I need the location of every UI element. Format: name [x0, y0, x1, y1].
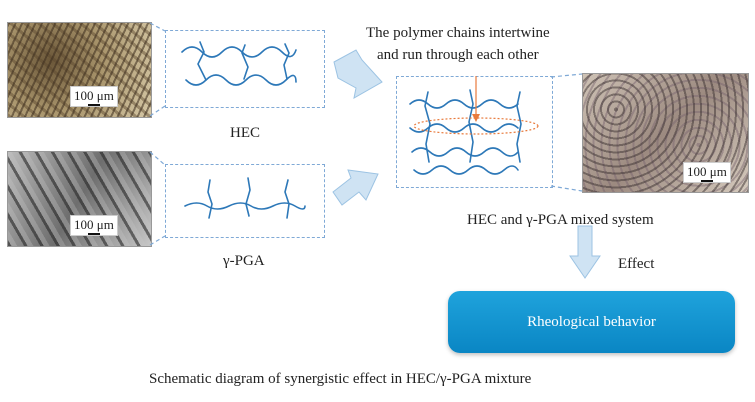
arrow-mix-to-rheo — [569, 225, 601, 279]
arrow-pga-to-mix — [332, 169, 379, 206]
effect-label: Effect — [618, 256, 655, 272]
intertwine-label-line2: and run through each other — [377, 47, 539, 63]
pga-label: γ-PGA — [223, 253, 265, 269]
mixed-micrograph: 100 μm — [582, 73, 749, 193]
mixed-system-label: HEC and γ-PGA mixed system — [467, 212, 654, 228]
pga-micrograph: 100 μm — [7, 151, 152, 247]
pga-scale-bar: 100 μm — [70, 215, 118, 236]
figure-caption: Schematic diagram of synergistic effect … — [149, 371, 532, 387]
mixed-scale-bar: 100 μm — [683, 162, 731, 183]
pga-chains — [184, 177, 306, 219]
hec-chains — [181, 41, 297, 86]
pga-chain-box — [165, 164, 325, 238]
intertwine-label-line1: The polymer chains intertwine — [366, 25, 550, 41]
hec-chain-box — [165, 30, 325, 108]
mixed-chains — [409, 89, 522, 175]
rheological-behavior-box: Rheological behavior — [448, 291, 735, 353]
arrow-hec-to-mix — [333, 49, 383, 99]
rheological-behavior-label: Rheological behavior — [527, 313, 656, 330]
mixed-chain-box — [396, 76, 553, 188]
hec-micrograph: 100 μm — [7, 22, 152, 118]
hec-label: HEC — [230, 125, 260, 141]
hec-scale-bar: 100 μm — [70, 86, 118, 107]
